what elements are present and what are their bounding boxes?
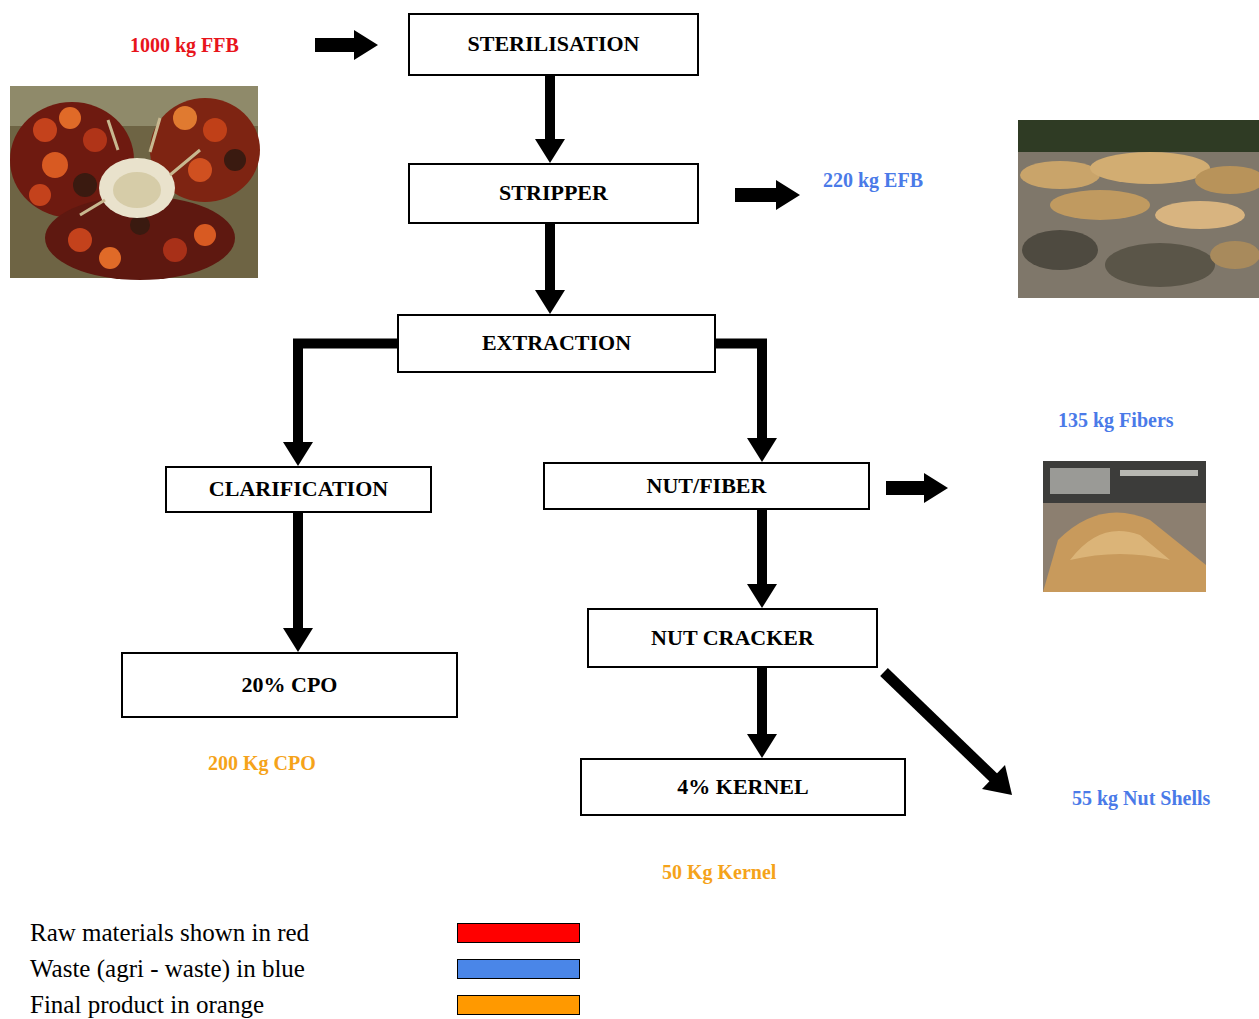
process-box: NUT CRACKER bbox=[587, 608, 878, 668]
arrowhead bbox=[535, 139, 565, 163]
flow-connector bbox=[747, 668, 777, 758]
legend-text: Final product in orange bbox=[30, 990, 264, 1019]
cut-stalk bbox=[113, 172, 161, 208]
flow-connector bbox=[535, 76, 565, 163]
flow-connector bbox=[283, 344, 397, 467]
arrowhead bbox=[747, 584, 777, 608]
waste-arrow bbox=[886, 473, 948, 503]
process-label: STRIPPER bbox=[499, 180, 608, 206]
fruit bbox=[33, 118, 57, 142]
fiber-heap bbox=[1043, 512, 1206, 592]
process-label: STERILISATION bbox=[468, 31, 640, 57]
process-label: EXTRACTION bbox=[482, 330, 631, 356]
legend-text: Raw materials shown in red bbox=[30, 918, 309, 948]
connector-shaft bbox=[293, 513, 303, 630]
fiber-heap bbox=[1070, 531, 1170, 560]
connector-shaft bbox=[298, 344, 397, 445]
fruit bbox=[59, 107, 81, 129]
process-box: STERILISATION bbox=[408, 13, 699, 76]
process-box: NUT/FIBER bbox=[543, 462, 870, 510]
legend-swatch bbox=[457, 923, 580, 943]
flow-connector bbox=[283, 513, 313, 652]
connector-shaft bbox=[716, 344, 762, 441]
photo-ground bbox=[1018, 120, 1259, 298]
fiber-pile-photo bbox=[1043, 461, 1206, 592]
arrowhead bbox=[747, 734, 777, 758]
process-box: EXTRACTION bbox=[397, 314, 716, 373]
quantity-label: 50 Kg Kernel bbox=[662, 860, 776, 884]
fruit bbox=[188, 158, 212, 182]
fruit bbox=[194, 224, 216, 246]
fruit bbox=[73, 173, 97, 197]
quantity-label: 55 kg Nut Shells bbox=[1072, 786, 1210, 810]
fruit bbox=[42, 152, 68, 178]
legend-swatch bbox=[457, 995, 580, 1015]
connector-shaft bbox=[757, 510, 767, 586]
fruit bbox=[29, 184, 51, 206]
efb-heap bbox=[1090, 152, 1210, 184]
waste-arrowhead bbox=[982, 765, 1012, 795]
process-label: NUT CRACKER bbox=[651, 625, 814, 651]
flow-connector bbox=[535, 224, 565, 314]
process-box: 4% KERNEL bbox=[580, 758, 906, 816]
fruit bbox=[83, 128, 107, 152]
arrowhead bbox=[283, 628, 313, 652]
quantity-label: 1000 kg FFB bbox=[130, 33, 239, 57]
empty-fruit-bunch-photo bbox=[1018, 120, 1259, 298]
process-label: CLARIFICATION bbox=[209, 476, 388, 502]
arrowhead bbox=[535, 290, 565, 314]
photo-ground bbox=[1043, 461, 1206, 592]
tree-line bbox=[1018, 120, 1259, 152]
mill-building bbox=[1050, 468, 1110, 494]
efb-heap bbox=[1195, 166, 1259, 194]
mill-building bbox=[1043, 461, 1206, 503]
efb-heap bbox=[1020, 161, 1100, 189]
process-box: STRIPPER bbox=[408, 163, 699, 224]
arrowhead bbox=[747, 438, 777, 462]
process-label: NUT/FIBER bbox=[647, 473, 767, 499]
legend-text: Waste (agri - waste) in blue bbox=[30, 954, 305, 984]
flow-connector bbox=[747, 510, 777, 608]
quantity-label: 200 Kg CPO bbox=[208, 751, 316, 775]
flow-connector bbox=[716, 344, 777, 463]
quantity-label: 220 kg EFB bbox=[823, 168, 923, 192]
fruit bbox=[130, 215, 150, 235]
quantity-label: 135 kg Fibers bbox=[1058, 408, 1174, 432]
fruit bbox=[173, 106, 197, 130]
connector-shaft bbox=[545, 224, 555, 292]
process-box: 20% CPO bbox=[121, 652, 458, 718]
process-label: 20% CPO bbox=[242, 672, 338, 698]
fruit bbox=[203, 118, 227, 142]
connector-shaft bbox=[545, 76, 555, 141]
stalk-spikes bbox=[80, 118, 200, 215]
efb-heap bbox=[1210, 241, 1259, 269]
input-arrow bbox=[315, 30, 378, 60]
puddle bbox=[1105, 243, 1215, 287]
legend-swatch bbox=[457, 959, 580, 979]
efb-heap bbox=[1050, 190, 1150, 220]
waste-arrow bbox=[735, 180, 800, 210]
connector-shaft bbox=[757, 668, 767, 736]
process-box: CLARIFICATION bbox=[165, 466, 432, 513]
fruit bbox=[163, 238, 187, 262]
fruit bbox=[99, 247, 121, 269]
efb-heap bbox=[1155, 201, 1245, 229]
fruit bbox=[68, 228, 92, 252]
mill-building bbox=[1120, 470, 1198, 476]
process-label: 4% KERNEL bbox=[677, 774, 808, 800]
cut-stalk bbox=[99, 158, 175, 218]
arrowhead bbox=[283, 442, 313, 466]
puddle bbox=[1022, 230, 1098, 270]
palm-fruit-photo bbox=[10, 86, 260, 280]
fruit bbox=[224, 149, 246, 171]
